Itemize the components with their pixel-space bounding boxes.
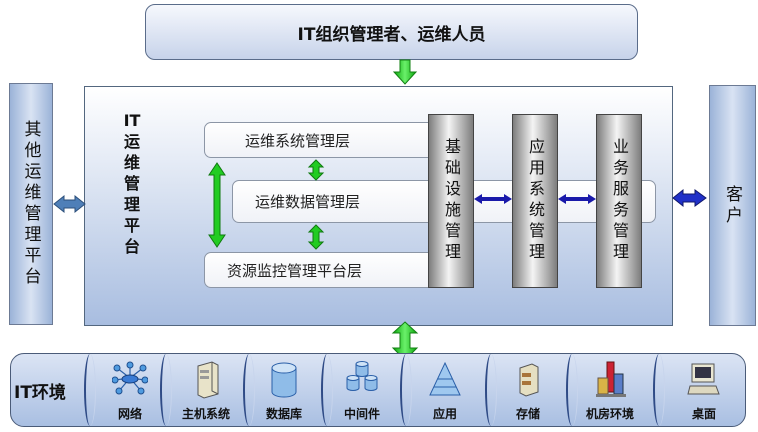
env-item-network: 网络 [96,360,164,424]
storage-icon [519,363,539,397]
env-item-label: 中间件 [343,407,380,421]
arrow-top-down [392,59,418,85]
env-item-application: 应用 [411,360,479,424]
platform-title: IT运维管理平台 [123,111,141,256]
pillar-business-label: 业务服务管理 [610,138,629,264]
pillar-infrastructure: 基础设施管理 [428,114,474,288]
env-item-datacenter: 机房环境 [576,360,644,424]
arrow-right-right [672,188,707,208]
layer-resource: 资源监控管理平台层 [204,252,436,288]
layer-resource-label: 资源监控管理平台层 [227,261,363,280]
arrow-pillar-1-2 [474,194,512,204]
network-icon [112,361,148,395]
right-box-label: 客户 [722,184,742,227]
pillar-business: 业务服务管理 [596,114,642,288]
desktop-icon [687,363,720,395]
env-item-label: 应用 [432,407,457,421]
top-box-label: IT组织管理者、运维人员 [297,24,486,45]
layer-data-label: 运维数据管理层 [255,193,361,211]
separator [653,354,665,426]
left-box-label: 其他运维管理平台 [20,120,41,288]
arrow-pillar-2-3 [558,194,596,204]
left-box: 其他运维管理平台 [9,83,53,325]
middleware-icon [346,361,378,391]
env-item-label: 数据库 [265,407,302,421]
server-icon [197,361,219,399]
separator [321,354,333,426]
right-box: 客户 [709,85,756,326]
pyramid-icon [429,361,461,396]
separator [160,354,172,426]
env-item-desktop: 桌面 [670,360,738,424]
separator [84,354,96,426]
separator [566,354,578,426]
env-item-label: 主机系统 [181,407,230,421]
database-icon [271,362,297,398]
pillar-infrastructure-label: 基础设施管理 [442,138,461,264]
env-item-storage: 存储 [494,360,562,424]
top-box: IT组织管理者、运维人员 [145,4,638,60]
pillar-application: 应用系统管理 [512,114,558,288]
layer-system-label: 运维系统管理层 [245,131,351,150]
arrow-layer1-layer2 [307,159,325,181]
layer-system: 运维系统管理层 [204,122,436,158]
env-item-label: 存储 [515,407,540,421]
separator [243,354,255,426]
env-item-label: 桌面 [691,407,716,421]
datacenter-icon [596,361,626,397]
env-item-label: 机房环境 [585,407,634,421]
env-item-database: 数据库 [250,360,318,424]
env-item-label: 网络 [117,407,142,421]
it-environment-title: IT环境 [14,383,66,403]
arrow-layers-span [208,162,226,248]
separator [400,354,412,426]
env-item-middleware: 中间件 [328,360,396,424]
env-item-host: 主机系统 [172,360,240,424]
separator [485,354,497,426]
arrow-layer2-layer3 [307,224,325,250]
arrow-left-right [53,194,86,214]
pillar-application-label: 应用系统管理 [526,138,545,264]
